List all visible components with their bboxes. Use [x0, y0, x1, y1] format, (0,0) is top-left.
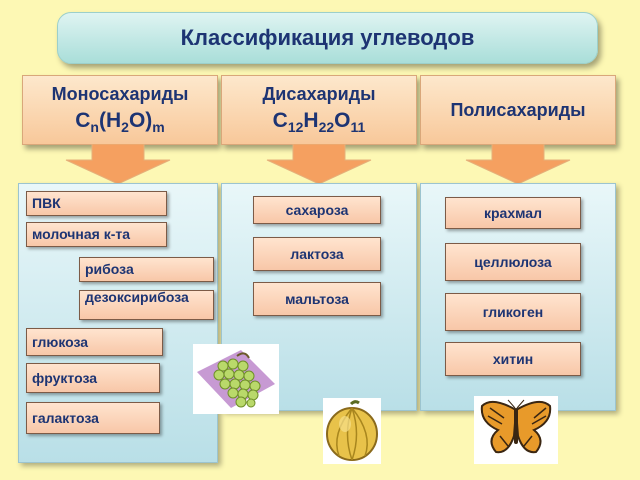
list-item: рибоза: [79, 257, 214, 282]
formula-mono: Cn(H2O)m: [75, 109, 165, 136]
category-disaccharides: Дисахариды C12H22O11: [221, 75, 417, 145]
list-item: хитин: [445, 342, 581, 376]
list-item: дезоксирибоза: [79, 290, 214, 320]
diagram-title: Классификация углеводов: [57, 12, 598, 64]
category-name-di: Дисахариды: [262, 84, 376, 105]
category-polysaccharides: Полисахариды: [420, 75, 616, 145]
butterfly-icon: [474, 396, 558, 464]
list-item: гликоген: [445, 293, 581, 331]
category-name-mono: Моносахариды: [51, 84, 189, 105]
list-item: лактоза: [253, 237, 381, 271]
list-item: галактоза: [26, 402, 160, 434]
arrow-down-icon: [266, 144, 372, 185]
arrow-down-icon: [465, 144, 571, 185]
melon-icon: [323, 398, 381, 464]
grapes-icon: [193, 344, 279, 414]
formula-di: C12H22O11: [272, 109, 366, 136]
category-monosaccharides: Моносахариды Cn(H2O)m: [22, 75, 218, 145]
list-item: ПВК: [26, 191, 167, 216]
list-item: фруктоза: [26, 363, 160, 393]
list-item: глюкоза: [26, 328, 163, 356]
category-name-poly: Полисахариды: [450, 99, 586, 120]
list-item: крахмал: [445, 197, 581, 229]
list-item: сахароза: [253, 196, 381, 224]
list-item: молочная к-та: [26, 222, 167, 247]
arrow-down-icon: [65, 144, 171, 185]
list-item: мальтоза: [253, 282, 381, 316]
list-item: целлюлоза: [445, 243, 581, 281]
